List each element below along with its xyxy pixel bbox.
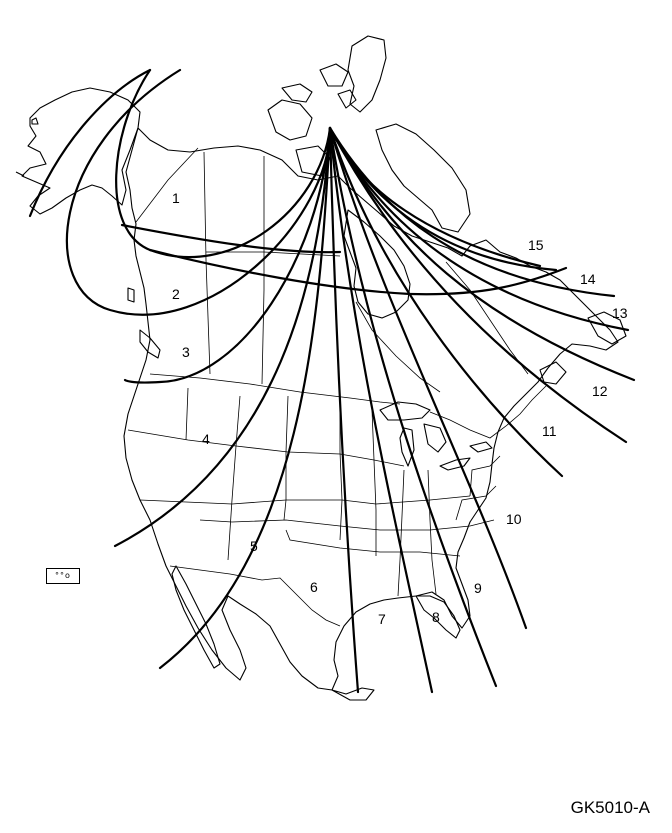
zone-label-4: 4: [202, 431, 210, 447]
zone-crossing-arc-2: [120, 223, 342, 254]
zone-curve-14: [328, 126, 616, 298]
zone-label-10: 10: [506, 511, 522, 527]
us-mexico-border: [169, 565, 341, 627]
zone-label-11: 11: [542, 423, 557, 439]
bc-island: [127, 287, 135, 303]
zone-label-7: 7: [378, 611, 386, 627]
zone-curve-5: [158, 126, 332, 670]
zone-crossing-arc-1: [148, 248, 568, 296]
florida: [415, 595, 461, 639]
nova-scotia: [539, 361, 567, 385]
canada-us-border: [149, 373, 547, 439]
zone-outer-arc: [28, 68, 152, 218]
aleutian-islands: [15, 117, 39, 177]
canada-internal-1: [203, 151, 211, 375]
lake-ontario: [469, 441, 493, 453]
lake-superior: [379, 401, 431, 421]
lake-erie: [439, 457, 471, 471]
hudson-bay: [343, 209, 411, 319]
mainland-outline: [123, 127, 619, 691]
arctic-island-2: [281, 83, 313, 103]
canada-internal-2: [261, 156, 265, 385]
zone-label-9: 9: [474, 580, 482, 596]
arctic-island-1: [267, 99, 313, 141]
alaska-canada-border: [135, 147, 199, 223]
zone-label-8: 8: [432, 609, 440, 625]
zone-curve-7: [328, 126, 434, 694]
zone-label-15: 15: [528, 237, 544, 253]
zone-curve-8: [328, 126, 498, 688]
newfoundland: [587, 311, 627, 345]
boundaries: [127, 147, 547, 627]
zone-boundary-curves: [28, 68, 636, 694]
canada-internal-5: [445, 261, 529, 375]
zone-label-6: 6: [310, 579, 318, 595]
lake-michigan: [399, 427, 415, 467]
zone-labels: 1 2 3 4 5 6 7 8 9 10 11 12 13 14 15: [172, 190, 628, 627]
zone-curve-15: [328, 126, 558, 272]
vancouver-island: [139, 329, 161, 359]
arctic-island-3: [319, 63, 349, 87]
zone-label-12: 12: [592, 383, 608, 399]
zone-label-5: 5: [250, 538, 258, 554]
zone-curve-2: [65, 68, 332, 316]
zone-curve-6: [328, 126, 360, 694]
zone-curve-12: [328, 126, 636, 382]
zone-label-13: 13: [612, 305, 628, 321]
legend-symbol-box: °°o: [46, 568, 80, 584]
ellesmere-island: [347, 35, 387, 113]
central-america: [331, 687, 375, 701]
zone-label-1: 1: [172, 190, 180, 206]
zone-label-14: 14: [580, 271, 596, 287]
baja-california: [171, 565, 221, 669]
zone-curve-10: [328, 126, 564, 478]
us-state-lines-vertical: [185, 387, 437, 597]
zone-curve-16: [328, 126, 542, 268]
alaska-outline: [21, 87, 141, 215]
zone-label-2: 2: [172, 286, 180, 302]
zone-curve-3: [123, 126, 332, 384]
zone-curve-11: [328, 126, 628, 444]
lake-huron: [423, 423, 447, 453]
figure-code: GK5010-A: [570, 798, 650, 817]
baffin-island: [375, 123, 471, 233]
zone-curve-4: [113, 126, 332, 548]
zone-label-3: 3: [182, 344, 190, 360]
arctic-island-4: [337, 89, 357, 109]
zone-curve-9: [328, 126, 528, 630]
coastlines: [15, 35, 627, 701]
